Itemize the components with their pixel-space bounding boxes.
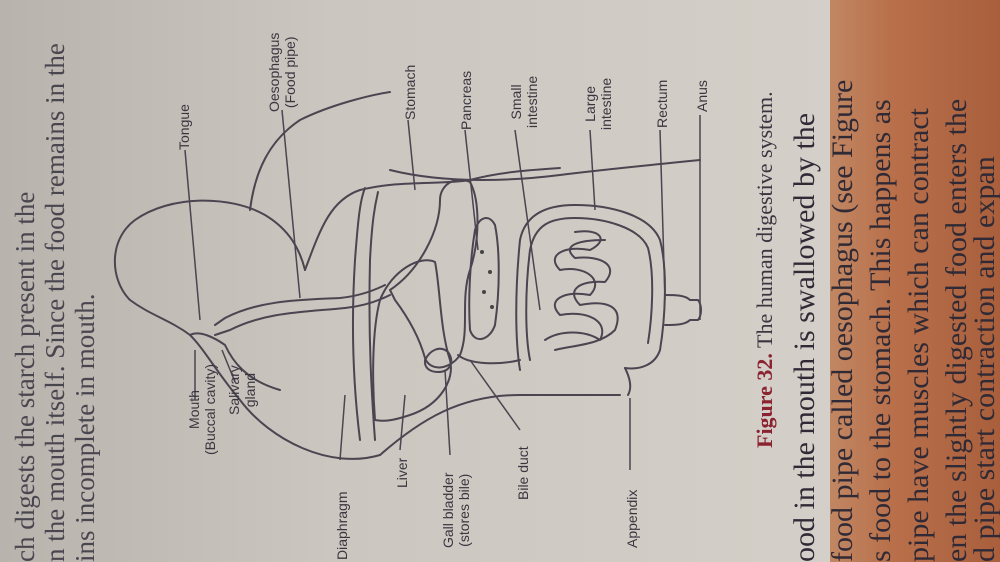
body-text-line-2: food pipe called oesophagus (see Figure bbox=[826, 79, 859, 562]
duodenum-link bbox=[457, 354, 521, 365]
leader-large-intestine bbox=[589, 129, 596, 211]
large-intestine-loop bbox=[515, 204, 666, 371]
leader-rectum bbox=[659, 129, 666, 301]
label-diaphragm: Diaphragm bbox=[334, 491, 350, 560]
torso-bottom-line bbox=[379, 393, 621, 456]
appendix-shape bbox=[624, 367, 632, 396]
oesophagus-tube-2 bbox=[214, 294, 391, 336]
leader-gall-bladder bbox=[444, 369, 451, 456]
jaw-outline bbox=[189, 332, 281, 391]
label-tongue: Tongue bbox=[176, 104, 192, 150]
body-text-line-6: d pipe start contraction and expan bbox=[968, 156, 1000, 562]
diaphragm-curve-2 bbox=[368, 191, 379, 441]
label-liver: Liver bbox=[394, 457, 410, 488]
page-edge bbox=[822, 0, 1000, 562]
leader-liver bbox=[399, 394, 406, 451]
small-intestine-coil-2 bbox=[554, 239, 619, 351]
torso-top-line bbox=[389, 159, 701, 181]
leader-small-intestine bbox=[514, 129, 541, 311]
leader-stomach bbox=[407, 119, 416, 191]
figure-number: Figure 32. bbox=[752, 353, 777, 448]
pancreas-shape bbox=[468, 217, 500, 340]
leader-pancreas bbox=[464, 129, 479, 251]
label-mouth: Mouth(Buccal cavity) bbox=[186, 363, 218, 455]
figure-title: The human digestive system. bbox=[752, 91, 777, 348]
leader-diaphragm bbox=[339, 394, 346, 461]
leader-bile-duct bbox=[469, 359, 521, 431]
pancreas-dot bbox=[488, 270, 492, 274]
pancreas-dot bbox=[490, 305, 494, 309]
oesophagus-tube bbox=[214, 284, 386, 326]
label-anus: Anus bbox=[694, 80, 710, 112]
head-outline bbox=[113, 199, 381, 460]
shoulder-outline bbox=[249, 91, 391, 211]
body-text-line-1: ood in the mouth is swallowed by the bbox=[788, 112, 821, 562]
label-rectum: Rectum bbox=[654, 79, 670, 128]
label-gall-bladder: Gall bladder(stores bile) bbox=[440, 472, 472, 549]
leader-tongue bbox=[184, 149, 201, 321]
label-pancreas: Pancreas bbox=[458, 70, 474, 130]
body-text-line-4: pipe have muscles which can contract bbox=[902, 108, 935, 562]
label-appendix: Appendix bbox=[624, 489, 640, 548]
body-text-line-3: s food to the stomach. This happens as bbox=[864, 99, 897, 562]
pancreas-dot bbox=[480, 250, 484, 254]
small-intestine-coil-1 bbox=[544, 230, 604, 341]
label-bile-duct: Bile duct bbox=[515, 446, 531, 500]
diaphragm-curve bbox=[351, 187, 366, 441]
pancreas-dot bbox=[482, 290, 486, 294]
figure-caption: Figure 32. The human digestive system. bbox=[752, 91, 778, 448]
gall-bladder-shape bbox=[423, 347, 453, 373]
paper-surface bbox=[0, 0, 830, 562]
leader-salivary bbox=[221, 349, 236, 383]
stomach-shape bbox=[389, 178, 479, 369]
label-oesophagus: Oesophagus(Food pipe) bbox=[266, 32, 298, 112]
large-intestine-loop-inner bbox=[525, 217, 654, 361]
liver-shape bbox=[372, 259, 452, 422]
label-stomach: Stomach bbox=[402, 64, 418, 120]
rectum-shape bbox=[664, 294, 702, 326]
leader-oesophagus bbox=[281, 109, 301, 299]
